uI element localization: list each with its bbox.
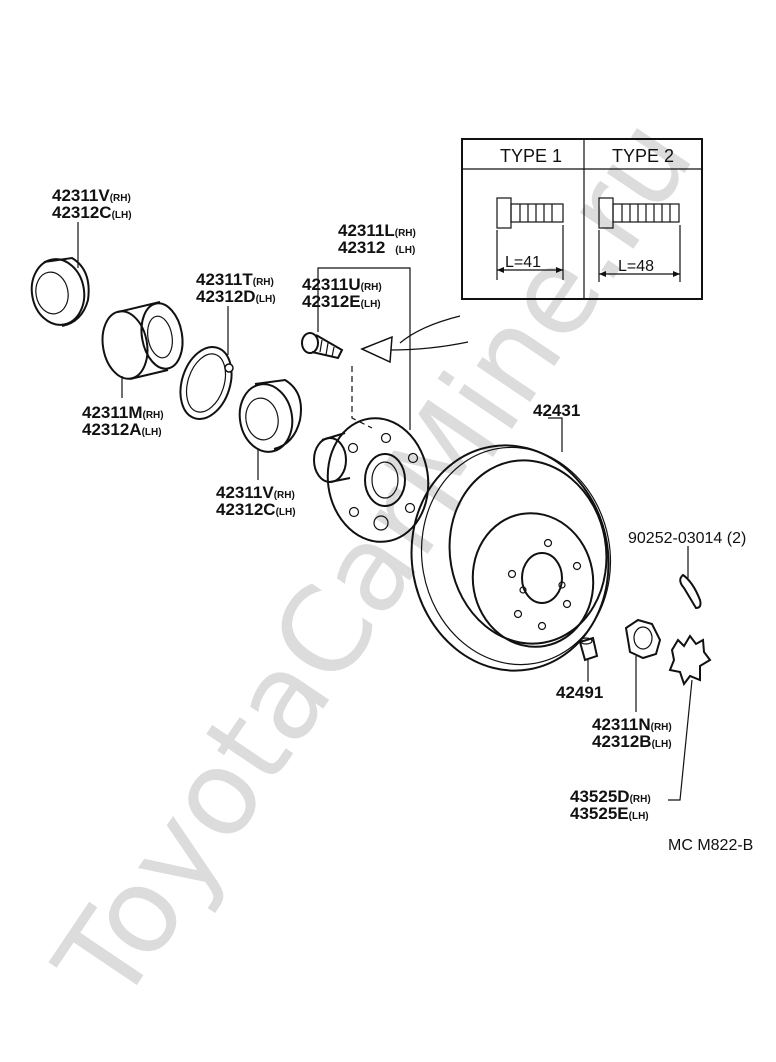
label-snap-ring: 42311T(RH) 42312D(LH)	[196, 270, 276, 306]
inner-oil-seal	[238, 378, 302, 453]
label-hub-bolt: 42311U(RH) 42312E(LH)	[302, 275, 382, 311]
stud-pointer-arrow	[360, 315, 469, 364]
svg-text:42312E(LH): 42312E(LH)	[302, 292, 381, 311]
stud-type2-icon	[598, 197, 681, 282]
outer-oil-seal	[30, 256, 90, 327]
svg-text:42311V(RH): 42311V(RH)	[52, 186, 131, 205]
type1-header: TYPE 1	[500, 146, 562, 166]
svg-text:42312C(LH): 42312C(LH)	[52, 203, 132, 222]
hub-nut	[624, 618, 662, 660]
snap-ring	[179, 346, 234, 420]
svg-text:42312D(LH): 42312D(LH)	[196, 287, 276, 306]
diagram-code: MC M822-B	[668, 837, 753, 854]
brake-disc	[410, 444, 612, 672]
svg-text:42311U(RH): 42311U(RH)	[302, 275, 382, 294]
stud-type-box: TYPE 1 TYPE 2 L=41	[461, 138, 703, 300]
label-inner-seal: 42311V(RH) 42312C(LH)	[216, 483, 296, 519]
hub-bolt	[301, 332, 344, 360]
svg-text:42312B(LH): 42312B(LH)	[592, 732, 672, 751]
hub-bolt-install-path	[351, 366, 373, 429]
stud-type1-icon	[496, 197, 564, 280]
svg-text:43525E(LH): 43525E(LH)	[570, 804, 649, 823]
axle-hub	[313, 417, 430, 543]
type1-length: L=41	[505, 254, 541, 271]
cap-42491	[578, 636, 599, 662]
label-hub-bolt-group: 42311L(RH) 42312(LH)	[338, 221, 416, 257]
label-cap-42491: 42491	[556, 683, 603, 702]
svg-text:42312(LH): 42312(LH)	[338, 238, 415, 257]
type2-length: L=48	[618, 258, 654, 275]
svg-text:42312C(LH): 42312C(LH)	[216, 500, 296, 519]
label-outer-seal: 42311V(RH) 42312C(LH)	[52, 186, 132, 222]
type2-header: TYPE 2	[612, 146, 674, 166]
svg-text:42311N(RH): 42311N(RH)	[592, 715, 672, 734]
label-lock-cap: 43525D(RH) 43525E(LH)	[570, 787, 651, 823]
cotter-pin	[679, 573, 702, 610]
svg-text:42311V(RH): 42311V(RH)	[216, 483, 295, 502]
label-bearing: 42311M(RH) 42312A(LH)	[82, 403, 164, 439]
svg-text:42311M(RH): 42311M(RH)	[82, 403, 164, 422]
label-cotter-pin: 90252-03014 (2)	[628, 530, 746, 547]
svg-text:42311T(RH): 42311T(RH)	[196, 270, 274, 289]
svg-text:42311L(RH): 42311L(RH)	[338, 221, 416, 240]
leader-lines	[77, 222, 693, 801]
nut-lock-cap	[668, 634, 712, 687]
label-disc: 42431	[533, 401, 580, 420]
svg-text:42312A(LH): 42312A(LH)	[82, 420, 162, 439]
label-nut: 42311N(RH) 42312B(LH)	[592, 715, 672, 751]
hub-bearing	[101, 301, 184, 380]
svg-text:43525D(RH): 43525D(RH)	[570, 787, 651, 806]
